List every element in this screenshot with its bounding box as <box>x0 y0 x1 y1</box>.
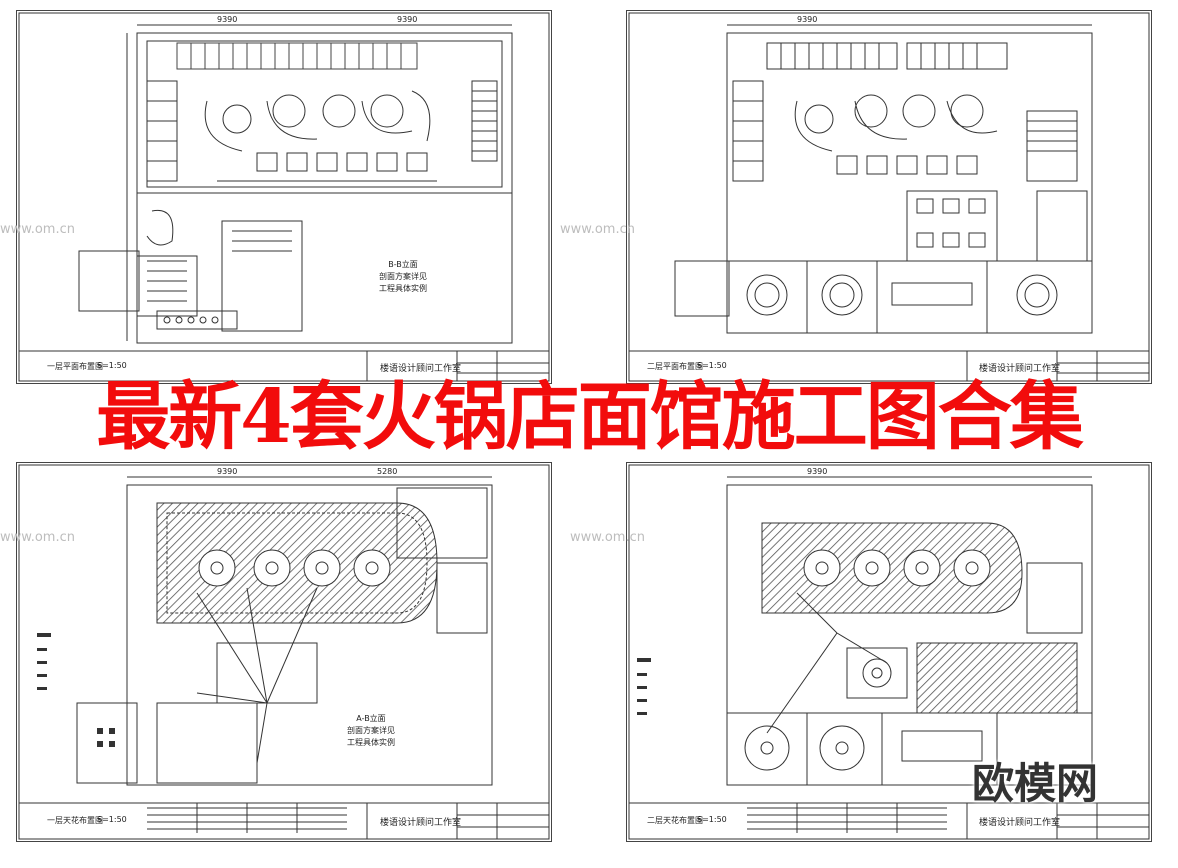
sheet-4-studio: 楼语设计顾问工作室 <box>979 818 1061 828</box>
sheet-2-drawing-name: 二层平面布置图 <box>647 362 703 371</box>
watermark-text: www.om.cn <box>560 222 635 237</box>
drawing-sheet-1-floor-plan: 一层平面布置图 S=1:50 楼语设计顾问工作室 B-B立面 剖面方案详见 工程… <box>16 10 552 384</box>
ceiling-plan-1-drawing <box>18 464 550 840</box>
sheet-3-dim-top-a: 9390 <box>217 467 238 476</box>
sheet-1-scale: S=1:50 <box>97 361 127 370</box>
sheet-3-note-line-3: 工程具体实例 <box>347 738 395 747</box>
watermark-text: www.om.cn <box>0 530 75 545</box>
sheet-3-dim-top-b: 5280 <box>377 467 398 476</box>
sheet-3-scale: S=1:50 <box>97 815 127 824</box>
sheet-1-note-line-3: 工程具体实例 <box>379 284 427 293</box>
sheet-1-studio: 楼语设计顾问工作室 <box>380 364 462 374</box>
drawing-sheet-4-ceiling-plan: 二层天花布置图 S=1:50 楼语设计顾问工作室 9390 <box>626 462 1152 842</box>
sheet-4-scale: S=1:50 <box>697 815 727 824</box>
sheet-1-note-line-1: B-B立面 <box>388 260 418 269</box>
sheet-2-dim-top: 9390 <box>797 15 818 24</box>
ceiling-plan-2-drawing <box>628 464 1150 840</box>
sheet-3-note: A-B立面 剖面方案详见 工程具体实例 <box>347 713 395 749</box>
drawing-sheet-2-floor-plan: 二层平面布置图 S=1:50 楼语设计顾问工作室 9390 <box>626 10 1152 384</box>
sheet-3-note-line-1: A-B立面 <box>356 714 386 723</box>
sheet-1-note-line-2: 剖面方案详见 <box>379 272 427 281</box>
floor-plan-1-drawing <box>18 12 550 382</box>
sheet-4-dim-top: 9390 <box>807 467 828 476</box>
sheet-3-note-line-2: 剖面方案详见 <box>347 726 395 735</box>
sheet-3-drawing-name: 一层天花布置图 <box>47 816 103 825</box>
watermark-text: www.om.cn <box>570 530 645 545</box>
banner-title: 最新4套火锅店面馆施工图合集 <box>96 374 1084 460</box>
sheet-3-studio: 楼语设计顾问工作室 <box>380 818 462 828</box>
sheet-1-dim-top-a: 9390 <box>217 15 238 24</box>
sheet-1-drawing-name: 一层平面布置图 <box>47 362 103 371</box>
sheet-4-drawing-name: 二层天花布置图 <box>647 816 703 825</box>
brand-logo: 欧模网 <box>972 759 1099 808</box>
drawing-sheet-3-ceiling-plan: 一层天花布置图 S=1:50 楼语设计顾问工作室 A-B立面 剖面方案详见 工程… <box>16 462 552 842</box>
sheet-1-note: B-B立面 剖面方案详见 工程具体实例 <box>379 259 427 295</box>
sheet-1-dim-top-b: 9390 <box>397 15 418 24</box>
watermark-text: www.om.cn <box>0 222 75 237</box>
sheet-2-scale: S=1:50 <box>697 361 727 370</box>
sheet-2-studio: 楼语设计顾问工作室 <box>979 364 1061 374</box>
floor-plan-2-drawing <box>628 12 1150 382</box>
